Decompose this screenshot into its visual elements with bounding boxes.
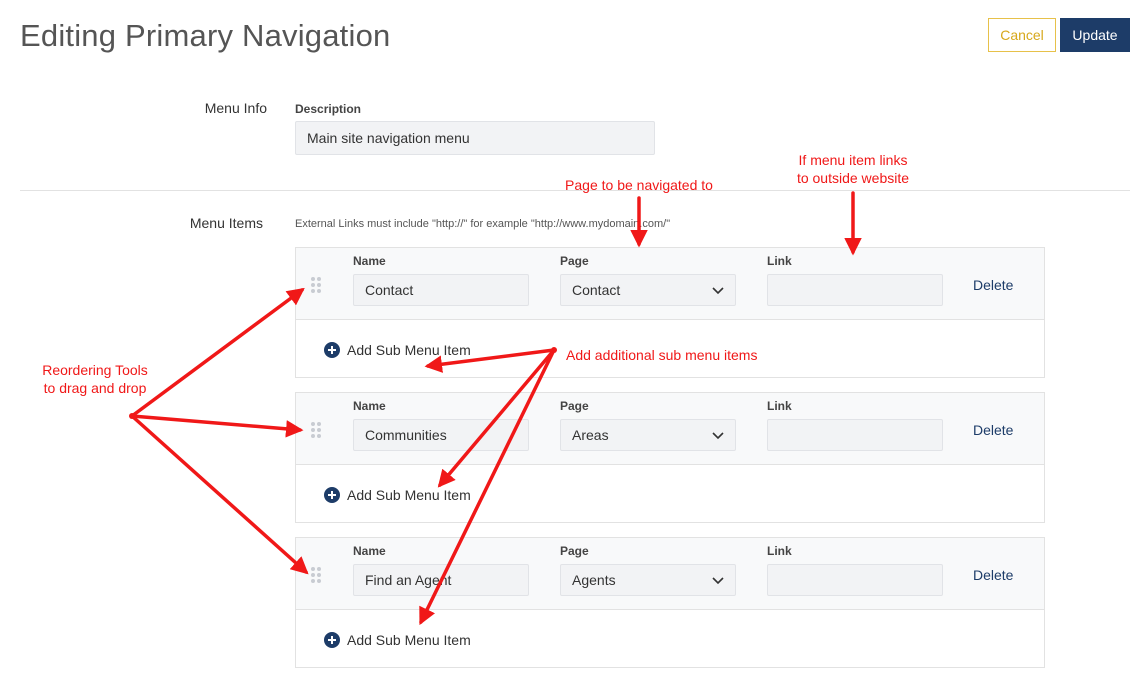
arrow-origin-reorder <box>129 413 135 419</box>
page-select[interactable]: Areas <box>560 419 736 451</box>
menu-item-row: Name Find an Agent Page Agents Link Dele… <box>296 538 1044 610</box>
plus-circle-icon <box>324 342 340 358</box>
delete-button[interactable]: Delete <box>973 567 1014 583</box>
section-divider <box>20 190 1130 191</box>
drag-handle-icon[interactable] <box>310 276 322 294</box>
name-input[interactable]: Contact <box>353 274 529 306</box>
name-value: Contact <box>365 282 414 298</box>
chevron-down-icon <box>712 577 724 585</box>
menu-item-row: Name Communities Page Areas Link Delete <box>296 393 1044 465</box>
annotation-page-note: Page to be navigated to <box>565 177 713 193</box>
add-sub-menu-item-button[interactable]: Add Sub Menu Item <box>324 342 471 358</box>
page-label: Page <box>560 544 589 558</box>
arrow-reorder-2 <box>130 414 304 438</box>
arrow-reorder-1 <box>130 287 305 418</box>
add-sub-menu-item-button[interactable]: Add Sub Menu Item <box>324 632 471 648</box>
plus-circle-icon <box>324 632 340 648</box>
arrow-reorder-3 <box>130 414 309 575</box>
add-sub-menu-item-label: Add Sub Menu Item <box>347 487 471 503</box>
external-link-hint: External Links must include "http://" fo… <box>295 218 671 230</box>
name-value: Communities <box>365 427 447 443</box>
cancel-button[interactable]: Cancel <box>988 18 1056 52</box>
page-label: Page <box>560 399 589 413</box>
description-value: Main site navigation menu <box>307 130 470 146</box>
page-title: Editing Primary Navigation <box>20 18 391 53</box>
link-label: Link <box>767 544 792 558</box>
page-value: Areas <box>572 427 609 443</box>
delete-button[interactable]: Delete <box>973 277 1014 293</box>
annotation-link-note: If menu item links to outside website <box>772 151 934 187</box>
menu-item-row: Name Contact Page Contact Link Delete <box>296 248 1044 320</box>
page-value: Agents <box>572 572 616 588</box>
page-value: Contact <box>572 282 621 298</box>
page-select[interactable]: Agents <box>560 564 736 596</box>
link-input[interactable] <box>767 419 943 451</box>
name-input[interactable]: Communities <box>353 419 529 451</box>
delete-button[interactable]: Delete <box>973 422 1014 438</box>
page-label: Page <box>560 254 589 268</box>
link-label: Link <box>767 254 792 268</box>
chevron-down-icon <box>712 287 724 295</box>
description-input[interactable]: Main site navigation menu <box>295 121 655 155</box>
add-sub-menu-item-label: Add Sub Menu Item <box>347 342 471 358</box>
menu-item-card: Name Communities Page Areas Link Delete … <box>295 392 1045 523</box>
plus-circle-icon <box>324 487 340 503</box>
name-value: Find an Agent <box>365 572 452 588</box>
drag-handle-icon[interactable] <box>310 421 322 439</box>
annotation-link-note-line1: If menu item links <box>798 152 908 168</box>
description-label: Description <box>295 102 362 116</box>
link-label: Link <box>767 399 792 413</box>
name-input[interactable]: Find an Agent <box>353 564 529 596</box>
page-select[interactable]: Contact <box>560 274 736 306</box>
name-label: Name <box>353 544 386 558</box>
add-sub-menu-item-button[interactable]: Add Sub Menu Item <box>324 487 471 503</box>
name-label: Name <box>353 399 386 413</box>
update-button[interactable]: Update <box>1060 18 1130 52</box>
annotation-link-note-line2: to outside website <box>796 170 910 186</box>
annotation-reorder-note-line2: to drag and drop <box>43 380 147 396</box>
menu-items-section-label: Menu Items <box>189 215 263 231</box>
name-label: Name <box>353 254 386 268</box>
add-sub-menu-item-label: Add Sub Menu Item <box>347 632 471 648</box>
link-input[interactable] <box>767 564 943 596</box>
annotation-reorder-note-line1: Reordering Tools <box>42 362 148 378</box>
menu-item-card: Name Find an Agent Page Agents Link Dele… <box>295 537 1045 668</box>
link-input[interactable] <box>767 274 943 306</box>
menu-info-section-label: Menu Info <box>204 100 267 116</box>
annotation-sub-note: Add additional sub menu items <box>566 347 758 363</box>
chevron-down-icon <box>712 432 724 440</box>
drag-handle-icon[interactable] <box>310 566 322 584</box>
annotation-reorder-note: Reordering Tools to drag and drop <box>20 361 170 397</box>
